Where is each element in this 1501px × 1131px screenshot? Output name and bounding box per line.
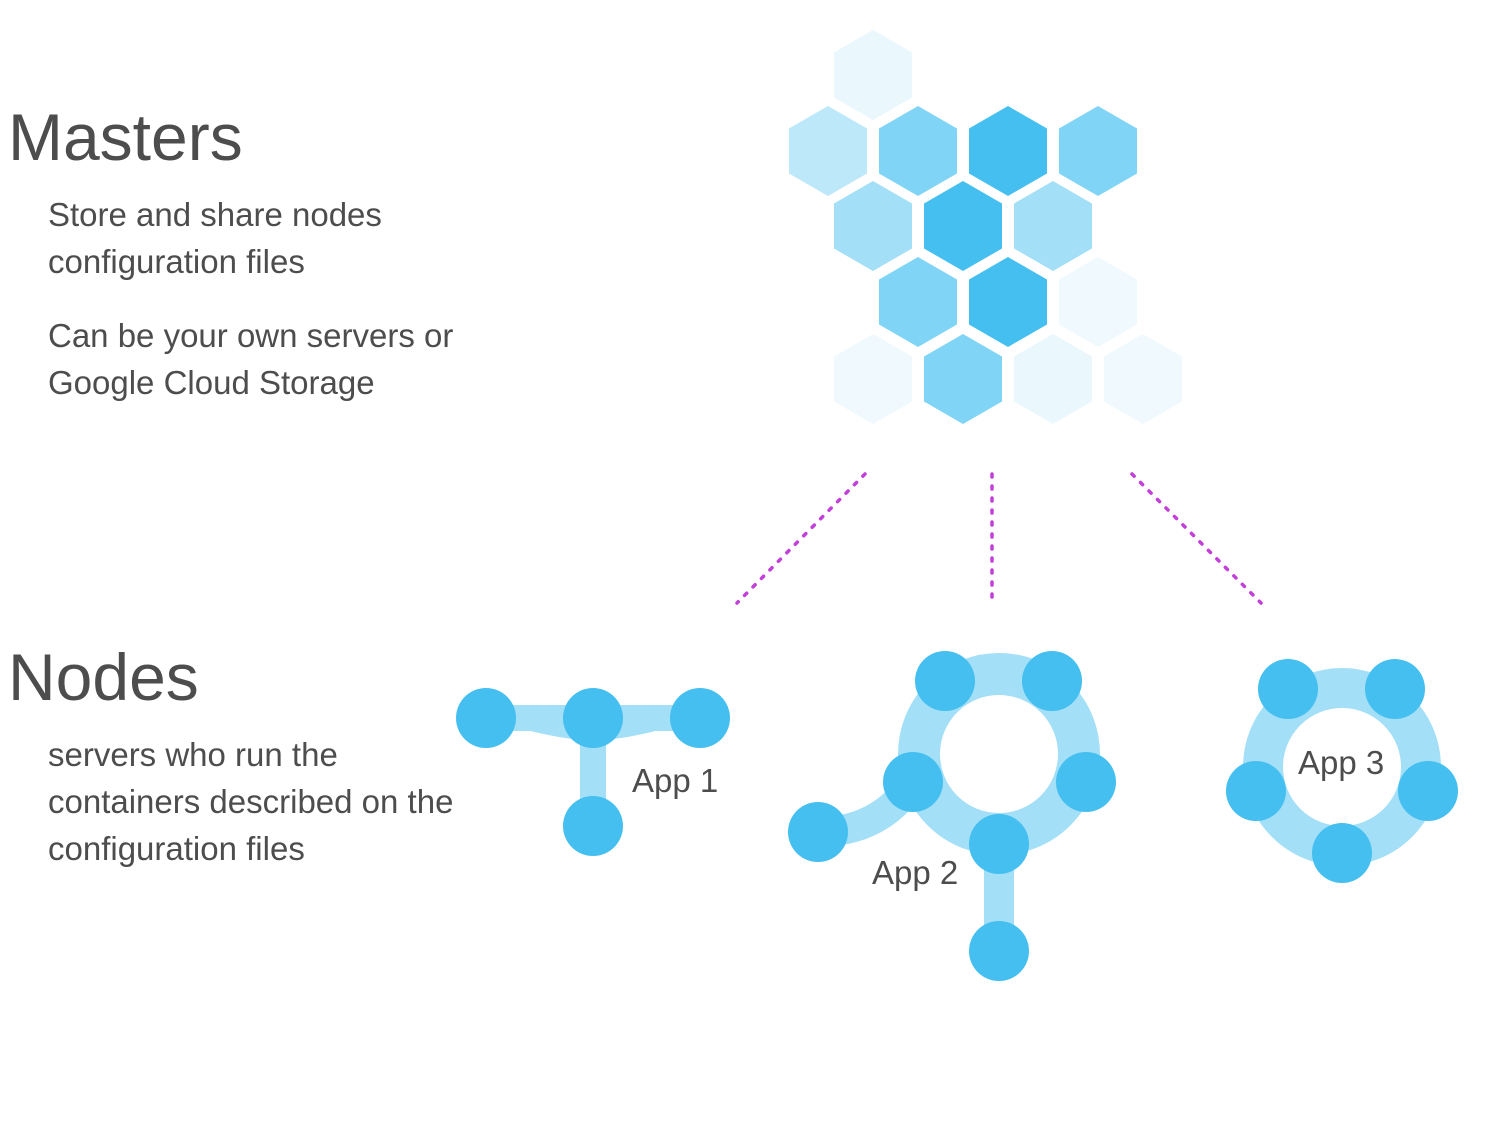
masters-hex-cluster [789,30,1182,424]
app3-node [1226,761,1286,821]
masters-title: Masters [8,100,243,174]
master-hexagon [1104,334,1182,424]
master-hexagon [834,30,912,120]
app3-label: App 3 [1298,744,1384,781]
connector-app1 [735,472,867,605]
master-hexagon [834,334,912,424]
app1-cluster: App 1 [456,688,730,856]
connector-app3 [1130,472,1263,605]
master-hexagon [879,257,957,347]
app3-cluster: App 3 [1226,659,1458,883]
app2-node [969,814,1029,874]
app1-node [456,688,516,748]
app2-cluster: App 2 [788,651,1116,981]
masters-servers-note: Can be your own servers or Google Cloud … [48,317,454,401]
master-hexagon [1014,334,1092,424]
app1-label: App 1 [632,762,718,799]
app2-node [915,651,975,711]
nodes-title: Nodes [8,640,199,714]
nodes-description: servers who run the containers described… [48,736,454,867]
app2-node [1022,651,1082,711]
master-hexagon [789,106,867,196]
app3-node [1398,761,1458,821]
app3-node [1312,823,1372,883]
app1-node [563,796,623,856]
master-hexagon [969,106,1047,196]
master-hexagon [924,181,1002,271]
app2-node [1056,752,1116,812]
master-hexagon [969,257,1047,347]
app2-node [969,921,1029,981]
app2-node [788,802,848,862]
connector-lines [735,472,1263,608]
master-hexagon [879,106,957,196]
master-hexagon [924,334,1002,424]
app3-node [1365,659,1425,719]
app2-node [883,752,943,812]
master-hexagon [1059,257,1137,347]
master-hexagon [1059,106,1137,196]
master-hexagon [1014,181,1092,271]
app1-node [563,688,623,748]
app2-label: App 2 [872,854,958,891]
app3-node [1258,659,1318,719]
masters-description: Store and share nodes configuration file… [48,196,382,280]
master-hexagon [834,181,912,271]
app1-node [670,688,730,748]
